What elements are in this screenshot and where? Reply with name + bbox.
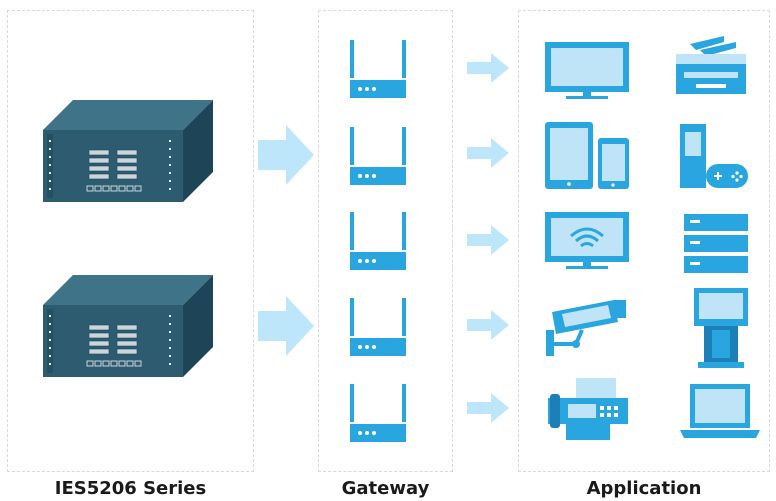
arrow-icon: [467, 138, 509, 168]
ies5206-panel: [7, 10, 254, 472]
gateway-label: Gateway: [341, 478, 430, 499]
arrow-icon: [258, 125, 314, 185]
tablet-phone-icon: [545, 122, 629, 189]
ies5206-label: IES5206 Series: [54, 478, 207, 499]
router-icon: [350, 127, 406, 185]
laptop-icon: [680, 384, 760, 438]
router-icon: [350, 384, 406, 442]
arrow-icon: [467, 53, 509, 83]
router-icon: [350, 212, 406, 270]
server-icon: [684, 214, 748, 273]
dslam-chassis-icon: [42, 274, 214, 378]
television-icon: [545, 42, 629, 99]
smart-tv-icon: [545, 212, 629, 269]
fax-phone-icon: [548, 378, 628, 440]
arrow-icon: [467, 225, 509, 255]
router-icon: [350, 298, 406, 356]
printer-icon: [676, 36, 746, 94]
arrow-icon: [467, 310, 509, 340]
gateway-panel: [318, 10, 453, 472]
game-console-icon: [680, 124, 748, 188]
application-panel: [518, 10, 770, 472]
kiosk-icon: [694, 288, 748, 368]
dslam-chassis-icon: [42, 99, 214, 203]
security-camera-icon: [546, 300, 626, 356]
router-icon: [350, 40, 406, 98]
arrow-icon: [467, 393, 509, 423]
arrow-icon: [258, 296, 314, 356]
application-label: Application: [586, 478, 702, 499]
